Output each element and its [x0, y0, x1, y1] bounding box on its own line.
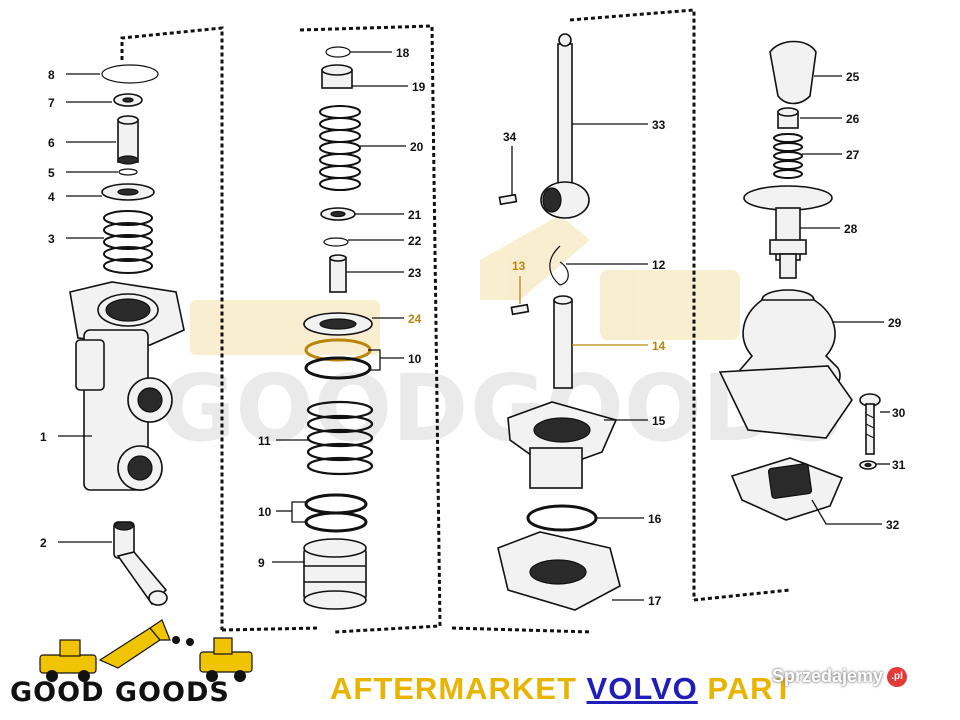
label-22: 22 — [408, 234, 422, 248]
label-26: 26 — [846, 112, 860, 126]
column-4-parts — [718, 40, 881, 521]
part-32-cover-plate — [730, 457, 844, 521]
part-labels: 8 7 6 5 4 3 1 2 18 19 20 21 22 23 24 10 … — [40, 46, 906, 608]
label-30: 30 — [892, 406, 906, 420]
footer-title: AFTERMARKET VOLVO PART — [330, 671, 793, 707]
label-31: 31 — [892, 458, 906, 472]
label-32: 32 — [886, 518, 900, 532]
logo-truck-excavator-icon — [39, 619, 253, 682]
label-6: 6 — [48, 136, 55, 150]
site-watermark-badge: .pl — [887, 667, 908, 688]
part-28-plunger — [743, 185, 833, 279]
label-13: 13 — [512, 259, 526, 273]
label-4: 4 — [48, 190, 55, 204]
part-6-sleeve — [117, 115, 139, 165]
part-9-piston — [303, 538, 367, 610]
part-4-washer — [101, 183, 155, 201]
part-14-sleeve — [553, 295, 573, 389]
site-watermark-text: Sprzedajemy — [772, 666, 884, 686]
label-5: 5 — [48, 166, 55, 180]
logo-text: GOOD GOODS — [10, 677, 230, 708]
label-19: 19 — [412, 80, 426, 94]
column-2-parts — [303, 46, 374, 610]
label-27: 27 — [846, 148, 860, 162]
part-5-ring — [118, 168, 138, 176]
part-3-spring — [103, 210, 153, 274]
label-20: 20 — [410, 140, 424, 154]
column-3-parts — [497, 33, 621, 611]
part-12-clip — [549, 245, 569, 286]
part-22-ring — [323, 237, 349, 247]
part-23-pin — [329, 254, 347, 293]
label-12: 12 — [652, 258, 666, 272]
footer-suffix: PART — [697, 671, 794, 706]
label-24: 24 — [408, 312, 422, 326]
part-27-spring — [773, 133, 803, 179]
column-1-parts — [69, 64, 185, 606]
part-20-spring — [319, 105, 361, 191]
label-10-upper: 10 — [408, 352, 422, 366]
site-watermark: Sprzedajemy.pl — [772, 666, 908, 688]
part-16-o-ring — [526, 504, 598, 532]
part-10-seal-rings-lower — [304, 493, 368, 533]
part-2-elbow-fitting — [113, 521, 168, 606]
part-25-knob — [769, 40, 817, 105]
footer-brand-link[interactable]: VOLVO — [586, 671, 698, 706]
label-29: 29 — [888, 316, 902, 330]
assembly-dash-lines — [120, 8, 791, 634]
part-17-gasket — [497, 531, 621, 611]
footer-prefix: AFTERMARKET — [330, 671, 587, 706]
label-3: 3 — [48, 232, 55, 246]
label-21: 21 — [408, 208, 422, 222]
part-7-washer — [113, 93, 143, 107]
label-14: 14 — [652, 339, 666, 353]
part-13-roll-pin — [510, 303, 530, 316]
label-2: 2 — [40, 536, 47, 550]
part-18-circlip — [325, 46, 351, 58]
watermark-excavator-icon — [190, 215, 740, 355]
background-watermark: GOOD GOODS — [160, 215, 845, 462]
part-33-shaft — [540, 33, 590, 219]
part-30-screw — [859, 393, 881, 455]
label-28: 28 — [844, 222, 858, 236]
label-1: 1 — [40, 430, 47, 444]
label-10-lower: 10 — [258, 505, 272, 519]
watermark-good: GOOD — [160, 355, 468, 462]
part-26-bushing — [777, 107, 799, 129]
part-11-large-spring — [306, 400, 374, 476]
part-31-washer — [859, 460, 877, 470]
label-16: 16 — [648, 512, 662, 526]
label-18: 18 — [396, 46, 410, 60]
label-15: 15 — [652, 414, 666, 428]
label-8: 8 — [48, 68, 55, 82]
part-8-o-ring — [101, 64, 159, 84]
label-33: 33 — [652, 118, 666, 132]
part-34-pin — [498, 193, 518, 206]
label-34: 34 — [503, 130, 517, 144]
part-15-housing — [507, 401, 618, 489]
label-23: 23 — [408, 266, 422, 280]
label-9: 9 — [258, 556, 265, 570]
part-19-cap — [321, 64, 353, 89]
part-21-retainer — [320, 207, 356, 221]
part-29-boot — [718, 289, 853, 439]
part-1-valve-body — [69, 281, 185, 491]
label-7: 7 — [48, 96, 55, 110]
label-11: 11 — [258, 434, 271, 448]
label-17: 17 — [648, 594, 662, 608]
label-25: 25 — [846, 70, 860, 84]
part-24-seal — [303, 312, 373, 336]
